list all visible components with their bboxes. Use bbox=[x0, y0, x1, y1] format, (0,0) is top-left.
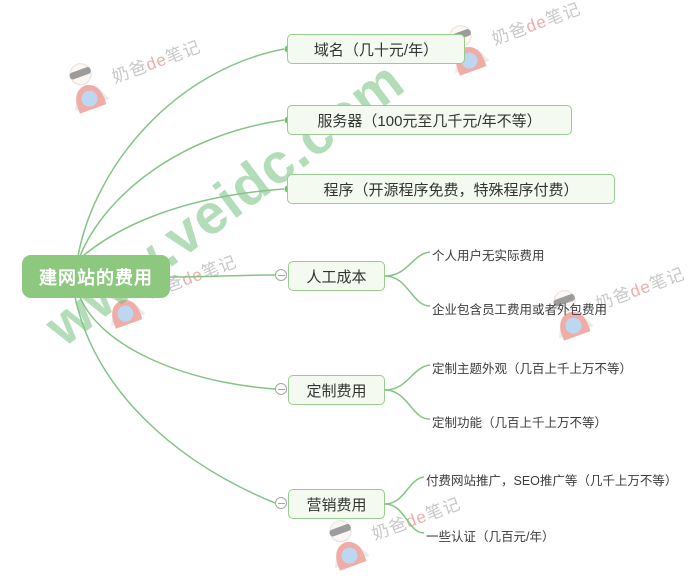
connector-marketing-child1 bbox=[384, 476, 425, 505]
connector-labor-child1 bbox=[384, 251, 431, 277]
connector-labor-child2 bbox=[384, 275, 431, 307]
connector-root-domain bbox=[77, 48, 285, 257]
node-labor-cost[interactable]: 人工成本 bbox=[288, 261, 385, 291]
connector-root-custom bbox=[79, 296, 276, 390]
node-server[interactable]: 服务器（100元至几千元/年不等） bbox=[287, 105, 572, 135]
subtopic-custom-theme[interactable]: 定制主题外观（几百上千上万不等） bbox=[432, 362, 633, 376]
subtopic-personal-no-cost[interactable]: 个人用户无实际费用 bbox=[432, 249, 545, 263]
subtopic-custom-function[interactable]: 定制功能（几百上千上万不等） bbox=[432, 416, 608, 430]
connector-root-labor bbox=[169, 274, 276, 278]
node-custom-cost[interactable]: 定制费用 bbox=[288, 375, 385, 405]
connector-custom-child2 bbox=[384, 389, 431, 420]
node-marketing-cost[interactable]: 营销费用 bbox=[288, 489, 385, 519]
minus-icon bbox=[277, 274, 285, 276]
collapse-toggle-labor[interactable] bbox=[275, 269, 287, 281]
connector-root-program bbox=[82, 188, 285, 257]
collapse-toggle-custom[interactable] bbox=[275, 383, 287, 395]
root-node[interactable]: 建网站的费用 bbox=[22, 255, 170, 298]
subtopic-company-cost[interactable]: 企业包含员工费用或者外包费用 bbox=[432, 303, 608, 317]
node-program[interactable]: 程序（开源程序免费，特殊程序付费） bbox=[287, 174, 615, 204]
connector-root-marketing bbox=[74, 296, 276, 504]
connector-custom-child1 bbox=[384, 364, 431, 391]
minus-icon bbox=[277, 502, 285, 504]
collapse-toggle-marketing[interactable] bbox=[275, 497, 287, 509]
node-domain[interactable]: 域名（几十元/年） bbox=[287, 34, 465, 64]
connector-marketing-child2 bbox=[384, 503, 425, 534]
subtopic-certification[interactable]: 一些认证（几百元/年） bbox=[426, 530, 555, 544]
subtopic-paid-promotion[interactable]: 付费网站推广，SEO推广等（几千上万不等） bbox=[426, 474, 678, 488]
minus-icon bbox=[277, 388, 285, 390]
connector-root-server bbox=[79, 119, 285, 257]
